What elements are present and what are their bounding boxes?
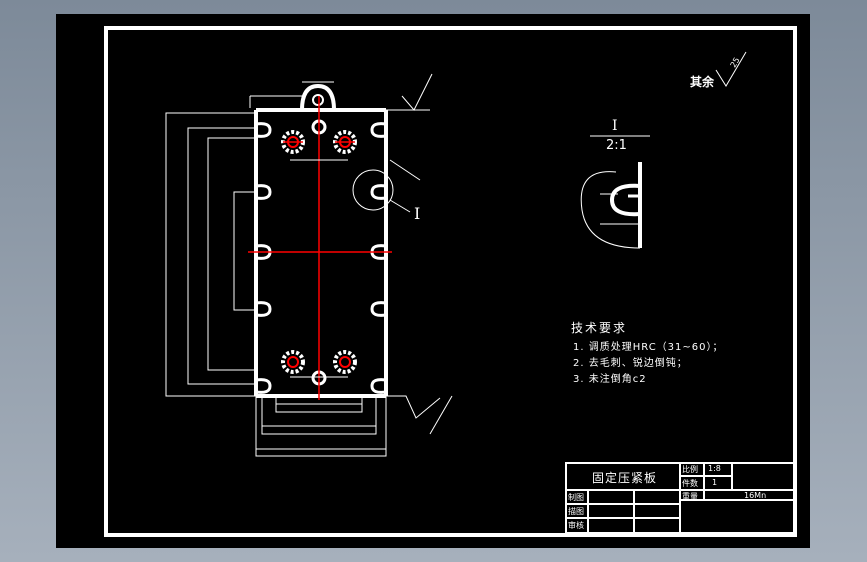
tech-req-item-3: 3. 未注倒角c2 (573, 374, 647, 385)
plate-outline (254, 108, 388, 398)
bottom-dimensions (255, 396, 387, 457)
designed-label: 描图 (568, 507, 584, 516)
callout-label: I (414, 204, 421, 223)
scale-value: 1:8 (708, 464, 721, 473)
title-block (565, 462, 795, 534)
roughness-symbols (386, 73, 453, 435)
default-roughness-text: 其余 (690, 75, 715, 89)
lug-hole (312, 94, 324, 106)
tech-req-item-1: 1. 调质处理HRC（31~60）； (573, 342, 724, 353)
detail-view-scale: 2:1 (606, 138, 627, 153)
lifting-lug (300, 83, 336, 111)
tech-req-item-2: 2. 去毛刺、锐边倒钝； (573, 358, 688, 369)
quantity-value: 1 (712, 478, 718, 487)
top-dimensions (249, 81, 348, 378)
part-name: 固定压紧板 (592, 471, 658, 485)
drawn-label: 制图 (568, 493, 584, 502)
material-value: 16Mn (744, 491, 767, 500)
quantity-label: 件数 (682, 479, 698, 488)
callout-leader (389, 199, 411, 213)
detail-view (580, 162, 642, 249)
detail-callout-circle (352, 169, 394, 211)
drawing-sheet (56, 14, 810, 548)
scale-label: 比例 (682, 465, 698, 474)
tech-req-title: 技术要求 (571, 321, 628, 335)
weight-label: 重量 (682, 492, 698, 501)
left-dimensions (165, 112, 256, 397)
checked-label: 审核 (568, 521, 584, 530)
drawing-border (104, 26, 797, 537)
detail-view-label: I (612, 118, 618, 134)
centerlines (248, 96, 392, 400)
edge-slots (255, 122, 387, 394)
default-roughness-symbol (715, 51, 747, 87)
